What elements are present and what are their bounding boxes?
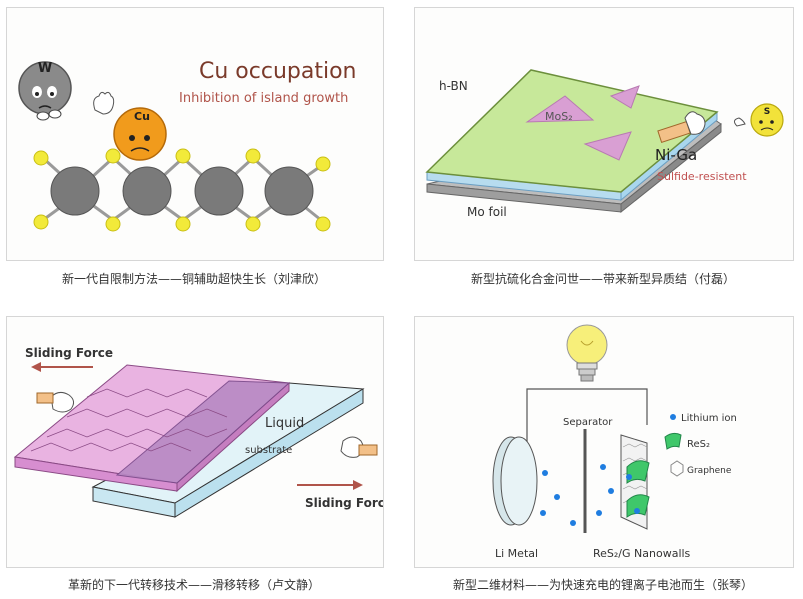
panel-cu-occupation: W Cu Cu occupation Inhibition of island … [6, 7, 384, 261]
w-label: W [38, 61, 52, 76]
panel-li-ion-battery: Lithium ion ReS₂ Graphene Separator Li M… [414, 316, 794, 568]
caption-panel-2: 新型抗硫化合金问世——带来新型异质结（付磊） [470, 272, 735, 286]
h-bn-layer [425, 69, 719, 193]
sliding-force-label-bottom: Sliding Force [305, 496, 383, 510]
mo-foil-label: Mo foil [467, 205, 507, 219]
mos2-flakes [525, 85, 640, 161]
nanowalls-label: ReS₂/G Nanowalls [593, 547, 691, 560]
s-label: S [764, 107, 770, 117]
liquid-label: Liquid [265, 416, 304, 431]
alloy-illustration: MoS₂ h-BN Ni-Ga Sulfide-resistent Mo foi… [425, 69, 784, 219]
cu-atom-character [93, 91, 167, 161]
hexagonal-lattice [30, 388, 228, 452]
sliding-force-label-top: Sliding Force [25, 346, 113, 360]
hand-icon [684, 111, 706, 135]
hand-icon-left [50, 391, 75, 413]
res2-flakes [626, 460, 650, 518]
caption-panel-1: 新一代自限制方法——铜辅助超快生长（刘津欣） [61, 272, 326, 286]
mos2-label: MoS₂ [545, 110, 573, 123]
nanowall-sheet [620, 434, 648, 530]
w-atom-character [18, 61, 72, 121]
lattice-chalcogen-atoms [33, 148, 331, 232]
lithium-ions [540, 464, 640, 526]
battery-illustration: Lithium ion ReS₂ Graphene Separator Li M… [492, 324, 737, 560]
lightbulb-icon [566, 324, 608, 382]
graphene-label: Graphene [687, 466, 732, 476]
substrate-label: substrate [245, 445, 292, 456]
cu-occupation-title: Cu occupation [199, 59, 356, 84]
res2-label: ReS₂ [687, 439, 710, 450]
lattice-metal-atoms [50, 166, 314, 216]
panel-sulfide-resistant-alloy: MoS₂ h-BN Ni-Ga Sulfide-resistent Mo foi… [414, 7, 794, 261]
li-metal-disk [492, 436, 538, 526]
caption-panel-4: 新型二维材料——为快速充电的锂离子电池而生（张琴） [452, 578, 753, 592]
li-metal-label: Li Metal [495, 547, 538, 560]
ni-ga-label: Ni-Ga [655, 146, 697, 164]
sliding-transfer-illustration: Sliding Force Liquid substrate Sliding F… [13, 346, 383, 518]
res2-legend-flake [664, 432, 682, 450]
separator-label: Separator [563, 417, 613, 428]
cu-occupation-illustration: W Cu Cu occupation Inhibition of island … [18, 59, 356, 232]
island-growth-subtitle: Inhibition of island growth [179, 91, 348, 106]
cu-label: Cu [134, 110, 150, 123]
sulfide-resistent-label: Sulfide-resistent [657, 170, 747, 183]
caption-panel-3: 革新的下一代转移技术——滑移转移（卢文静） [67, 578, 320, 592]
h-bn-label: h-BN [439, 79, 468, 93]
circuit-wire [526, 388, 648, 447]
graphene-legend-hex [670, 460, 684, 477]
sulfur-atom-character [733, 103, 784, 137]
lithium-ion-label: Lithium ion [681, 413, 737, 424]
lithium-ion-legend-dot [670, 414, 676, 420]
panel-sliding-transfer: Sliding Force Liquid substrate Sliding F… [6, 316, 384, 568]
